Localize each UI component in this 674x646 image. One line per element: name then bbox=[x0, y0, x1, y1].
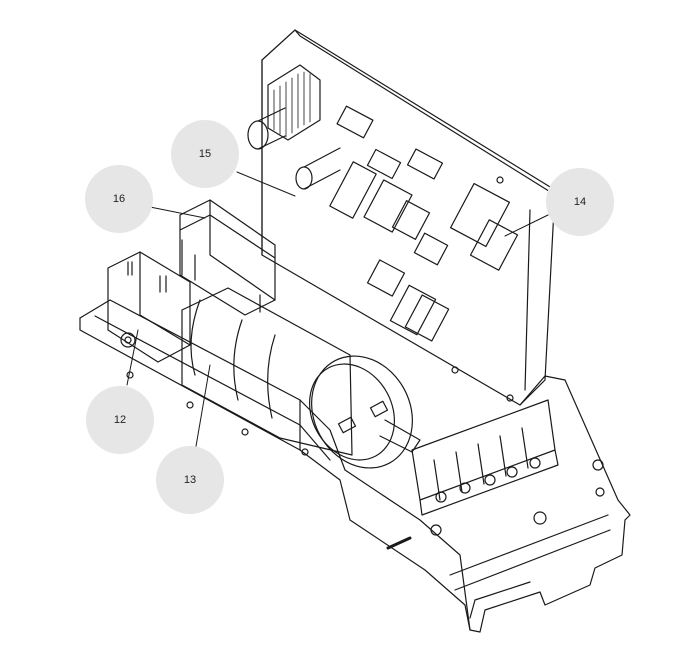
run-capacitor bbox=[181, 287, 421, 469]
callout-12: 12 bbox=[86, 386, 154, 454]
callout-16: 16 bbox=[85, 165, 153, 233]
callout-14: 14 bbox=[546, 168, 614, 236]
terminal-block bbox=[107, 251, 191, 363]
callout-15: 15 bbox=[171, 120, 239, 188]
base-tray bbox=[79, 299, 631, 633]
terminal-strip bbox=[386, 399, 605, 550]
transformer bbox=[179, 199, 276, 316]
leader-lines bbox=[126, 171, 549, 453]
pcb-board bbox=[247, 29, 556, 406]
callout-13: 13 bbox=[156, 446, 224, 514]
